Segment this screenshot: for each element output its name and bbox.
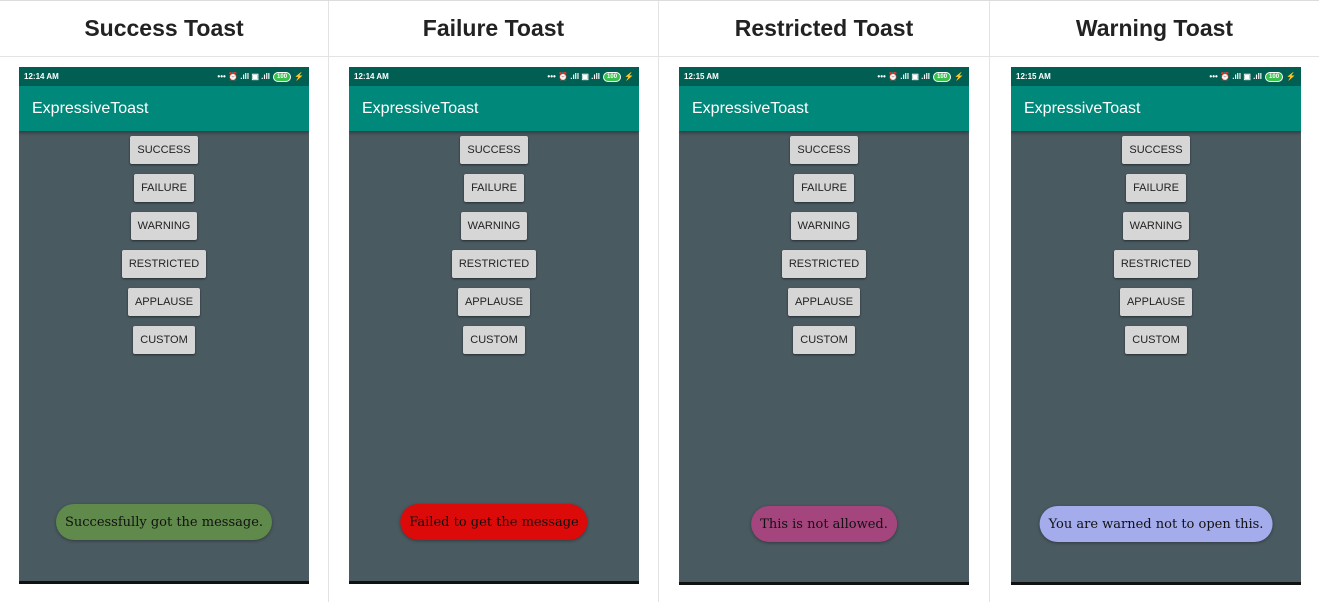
failure-button[interactable]: FAILURE [464, 174, 524, 202]
nav-bar-edge [19, 581, 309, 584]
app-bar: ExpressiveToast [1011, 86, 1301, 131]
app-title: ExpressiveToast [362, 99, 479, 117]
status-bar: 12:14 AM ••• ⏰ .ıll ▣ .ıll 100 ⚡ [349, 67, 639, 86]
battery-icon: 100 [273, 71, 292, 82]
toast-message: Successfully got the message. [55, 504, 273, 540]
applause-button[interactable]: APPLAUSE [787, 288, 861, 316]
warning-button[interactable]: WARNING [790, 212, 858, 240]
success-button[interactable]: SUCCESS [790, 136, 858, 164]
app-title: ExpressiveToast [692, 99, 809, 117]
button-list: SUCCESS FAILURE WARNING RESTRICTED APPLA… [1011, 131, 1301, 354]
app-title: ExpressiveToast [1024, 99, 1141, 117]
column-failure: Failure Toast 12:14 AM ••• ⏰ .ıll ▣ .ıll… [329, 1, 659, 602]
signal-icons: ••• ⏰ .ıll ▣ .ıll [877, 72, 931, 81]
charging-icon: ⚡ [1286, 72, 1296, 81]
nav-bar-edge [349, 581, 639, 584]
app-bar: ExpressiveToast [19, 86, 309, 131]
status-time: 12:15 AM [684, 72, 719, 81]
status-bar: 12:14 AM ••• ⏰ .ıll ▣ .ıll 100 ⚡ [19, 67, 309, 86]
custom-button[interactable]: CUSTOM [133, 326, 195, 354]
phone-screenshot: 12:15 AM ••• ⏰ .ıll ▣ .ıll 100 ⚡ Express… [1011, 67, 1301, 585]
signal-icons: ••• ⏰ .ıll ▣ .ıll [1209, 72, 1263, 81]
signal-icons: ••• ⏰ .ıll ▣ .ıll [217, 72, 271, 81]
charging-icon: ⚡ [954, 72, 964, 81]
app-title: ExpressiveToast [32, 99, 149, 117]
app-bar: ExpressiveToast [679, 86, 969, 131]
status-icons: ••• ⏰ .ıll ▣ .ıll 100 ⚡ [217, 71, 304, 82]
warning-button[interactable]: WARNING [130, 212, 198, 240]
charging-icon: ⚡ [294, 72, 304, 81]
failure-button[interactable]: FAILURE [1126, 174, 1186, 202]
status-icons: ••• ⏰ .ıll ▣ .ıll 100 ⚡ [1209, 71, 1296, 82]
restricted-button[interactable]: RESTRICTED [1113, 250, 1199, 278]
status-time: 12:14 AM [354, 72, 389, 81]
phone-screenshot: 12:15 AM ••• ⏰ .ıll ▣ .ıll 100 ⚡ Express… [679, 67, 969, 585]
status-bar: 12:15 AM ••• ⏰ .ıll ▣ .ıll 100 ⚡ [679, 67, 969, 86]
applause-button[interactable]: APPLAUSE [1119, 288, 1193, 316]
success-button[interactable]: SUCCESS [1122, 136, 1190, 164]
signal-icons: ••• ⏰ .ıll ▣ .ıll [547, 72, 601, 81]
column-warning: Warning Toast 12:15 AM ••• ⏰ .ıll ▣ .ıll… [990, 1, 1319, 602]
status-time: 12:15 AM [1016, 72, 1051, 81]
restricted-button[interactable]: RESTRICTED [781, 250, 867, 278]
success-button[interactable]: SUCCESS [460, 136, 528, 164]
column-heading: Warning Toast [990, 1, 1319, 57]
applause-button[interactable]: APPLAUSE [127, 288, 201, 316]
status-icons: ••• ⏰ .ıll ▣ .ıll 100 ⚡ [877, 71, 964, 82]
battery-icon: 100 [603, 71, 622, 82]
battery-icon: 100 [933, 71, 952, 82]
toast-message: You are warned not to open this. [1039, 506, 1273, 542]
nav-bar-edge [1011, 582, 1301, 585]
custom-button[interactable]: CUSTOM [463, 326, 525, 354]
button-list: SUCCESS FAILURE WARNING RESTRICTED APPLA… [679, 131, 969, 354]
warning-button[interactable]: WARNING [460, 212, 528, 240]
restricted-button[interactable]: RESTRICTED [451, 250, 537, 278]
column-restricted: Restricted Toast 12:15 AM ••• ⏰ .ıll ▣ .… [659, 1, 990, 602]
failure-button[interactable]: FAILURE [134, 174, 194, 202]
custom-button[interactable]: CUSTOM [793, 326, 855, 354]
battery-icon: 100 [1265, 71, 1284, 82]
status-bar: 12:15 AM ••• ⏰ .ıll ▣ .ıll 100 ⚡ [1011, 67, 1301, 86]
app-bar: ExpressiveToast [349, 86, 639, 131]
charging-icon: ⚡ [624, 72, 634, 81]
warning-button[interactable]: WARNING [1122, 212, 1190, 240]
custom-button[interactable]: CUSTOM [1125, 326, 1187, 354]
column-success: Success Toast 12:14 AM ••• ⏰ .ıll ▣ .ıll… [0, 1, 329, 602]
column-heading: Success Toast [0, 1, 328, 57]
button-list: SUCCESS FAILURE WARNING RESTRICTED APPLA… [349, 131, 639, 354]
toast-message: Failed to get the message [400, 504, 588, 540]
toast-message: This is not allowed. [751, 506, 897, 542]
button-list: SUCCESS FAILURE WARNING RESTRICTED APPLA… [19, 131, 309, 354]
success-button[interactable]: SUCCESS [130, 136, 198, 164]
applause-button[interactable]: APPLAUSE [457, 288, 531, 316]
status-time: 12:14 AM [24, 72, 59, 81]
phone-screenshot: 12:14 AM ••• ⏰ .ıll ▣ .ıll 100 ⚡ Express… [19, 67, 309, 584]
column-heading: Restricted Toast [659, 1, 989, 57]
nav-bar-edge [679, 582, 969, 585]
column-heading: Failure Toast [329, 1, 658, 57]
failure-button[interactable]: FAILURE [794, 174, 854, 202]
status-icons: ••• ⏰ .ıll ▣ .ıll 100 ⚡ [547, 71, 634, 82]
restricted-button[interactable]: RESTRICTED [121, 250, 207, 278]
phone-screenshot: 12:14 AM ••• ⏰ .ıll ▣ .ıll 100 ⚡ Express… [349, 67, 639, 584]
